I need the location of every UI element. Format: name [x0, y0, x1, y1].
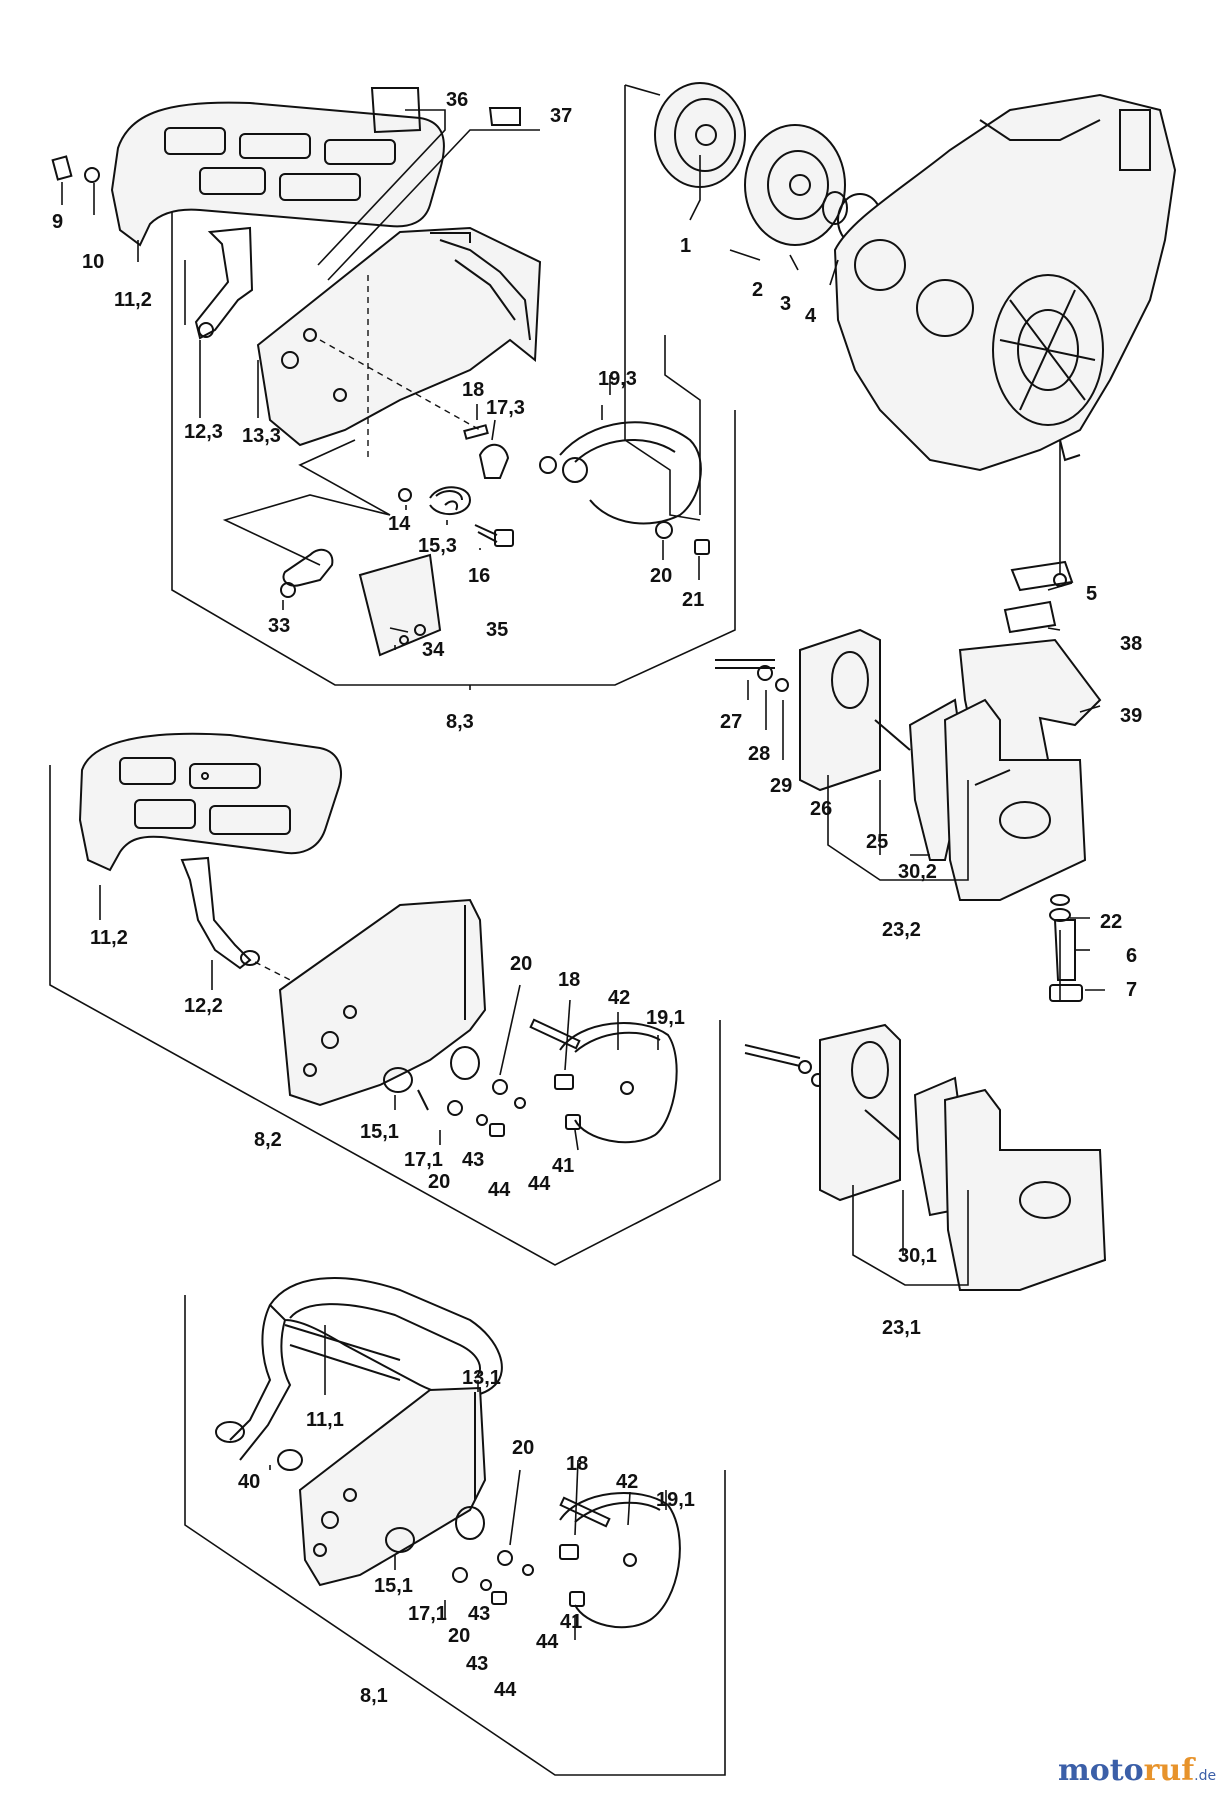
part-labels: 36 37 9 10 11,2 1 2 3 4 12,3 13,3 18 17,…: [52, 89, 1142, 1707]
label-15-1-mid: 15,1: [360, 1121, 399, 1143]
label-20-bot-b: 20: [448, 1625, 470, 1647]
label-20-mid-a: 20: [510, 953, 532, 975]
label-5: 5: [1086, 583, 1097, 605]
label-13-3: 13,3: [242, 425, 281, 447]
label-21: 21: [682, 589, 704, 611]
label-23-2: 23,2: [882, 919, 921, 941]
label-7: 7: [1126, 979, 1137, 1001]
label-9: 9: [52, 211, 63, 233]
label-8-3: 8,3: [446, 711, 474, 733]
label-41-bot: 41: [560, 1611, 582, 1633]
label-20-mid-b: 20: [428, 1171, 450, 1193]
label-12-2: 12,2: [184, 995, 223, 1017]
label-44-mid-a: 44: [488, 1179, 511, 1201]
label-17-1-mid: 17,1: [404, 1149, 443, 1171]
label-22: 22: [1100, 911, 1122, 933]
label-4: 4: [805, 305, 817, 327]
watermark-logo: motoruf.de: [1058, 1753, 1216, 1788]
label-30-2: 30,2: [898, 861, 937, 883]
muffler-23-1-drawing: [744, 1023, 1107, 1291]
label-11-2-mid: 11,2: [90, 927, 128, 949]
assembly-8-1-drawing: [215, 1277, 681, 1629]
watermark-part-2: ruf: [1144, 1753, 1197, 1788]
label-42-bot: 42: [616, 1471, 638, 1493]
label-28: 28: [748, 743, 770, 765]
watermark-suffix: .de: [1194, 1768, 1216, 1784]
label-35: 35: [486, 619, 508, 641]
clutch-crankcase-drawing: [654, 82, 1177, 472]
label-44-mid-b: 44: [528, 1173, 551, 1195]
assembly-8-2-drawing: [78, 732, 678, 1144]
label-17-1-bot: 17,1: [408, 1603, 447, 1625]
label-14: 14: [388, 513, 411, 535]
label-43-bot-a: 43: [468, 1603, 490, 1625]
watermark-part-1: moto: [1058, 1753, 1144, 1788]
label-8-2: 8,2: [254, 1129, 282, 1151]
label-19-1-mid: 19,1: [646, 1007, 685, 1029]
label-6: 6: [1126, 945, 1137, 967]
label-10: 10: [82, 251, 104, 273]
label-26: 26: [810, 798, 832, 820]
label-15-1-bot: 15,1: [374, 1575, 413, 1597]
label-43-mid-a: 43: [462, 1149, 484, 1171]
label-36: 36: [446, 89, 468, 111]
label-2: 2: [752, 279, 763, 301]
muffler-23-2-drawing: [715, 560, 1102, 1002]
assembly-8-3-drawing: [51, 87, 710, 657]
label-18-top: 18: [462, 379, 484, 401]
label-16: 16: [468, 565, 490, 587]
label-17-3: 17,3: [486, 397, 525, 419]
label-1: 1: [680, 235, 691, 257]
label-23-1: 23,1: [882, 1317, 921, 1339]
label-30-1: 30,1: [898, 1245, 937, 1267]
label-34: 34: [422, 639, 445, 661]
label-43-bot-b: 43: [466, 1653, 488, 1675]
label-18-bot: 18: [566, 1453, 588, 1475]
label-39: 39: [1120, 705, 1142, 727]
label-11-2-top: 11,2: [114, 289, 152, 311]
label-42-mid: 42: [608, 987, 630, 1009]
label-3: 3: [780, 293, 791, 315]
label-20-top: 20: [650, 565, 672, 587]
label-38: 38: [1120, 633, 1142, 655]
label-41-mid: 41: [552, 1155, 574, 1177]
label-15-3: 15,3: [418, 535, 457, 557]
label-13-1: 13,1: [462, 1367, 501, 1389]
label-19-1-bot: 19,1: [656, 1489, 695, 1511]
label-44-bot-b: 44: [494, 1679, 517, 1701]
label-8-1: 8,1: [360, 1685, 388, 1707]
label-12-3: 12,3: [184, 421, 223, 443]
label-27: 27: [720, 711, 742, 733]
label-20-bot-a: 20: [512, 1437, 534, 1459]
label-37: 37: [550, 105, 572, 127]
label-40: 40: [238, 1471, 260, 1493]
label-29: 29: [770, 775, 792, 797]
svg-text:motoruf.de: motoruf.de: [1058, 1753, 1216, 1788]
label-11-1: 11,1: [306, 1409, 344, 1431]
label-19-3: 19,3: [598, 368, 637, 390]
label-44-bot-a: 44: [536, 1631, 559, 1653]
label-25: 25: [866, 831, 888, 853]
label-18-mid: 18: [558, 969, 580, 991]
label-33: 33: [268, 615, 290, 637]
